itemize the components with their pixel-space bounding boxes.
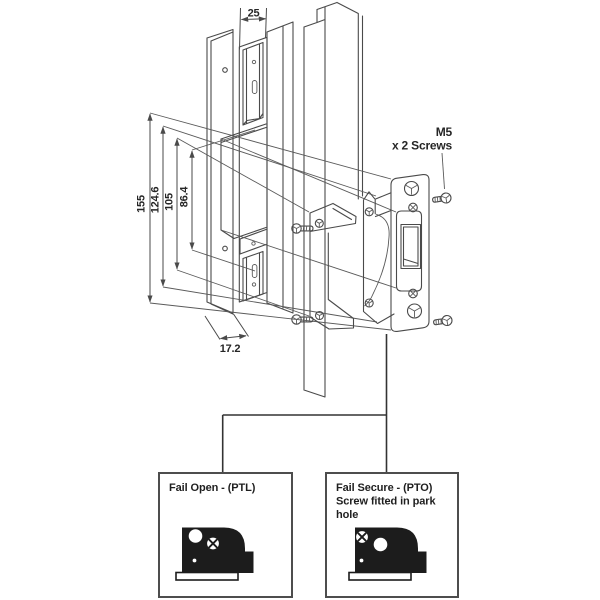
dim-17-2-label: 17.2 [220, 343, 241, 355]
dimension-extension-lines [149, 112, 392, 331]
door-frame-assembly [206, 1, 364, 398]
electric-strike-body [362, 191, 423, 325]
fail-secure-title-line3: hole [336, 509, 358, 521]
dim-25: 25 [239, 8, 267, 50]
m5-label-line1: M5 [436, 125, 453, 139]
dim-25-label: 25 [248, 8, 260, 20]
strike-side-icon-fail-secure [348, 527, 427, 581]
park-hole-bottom [408, 288, 418, 299]
dim-124-6-label: 124.6 [150, 187, 162, 214]
callout-box-fail-secure: Fail Secure - (PTO) Screw fitted in park… [325, 472, 459, 598]
strike-faceplate [390, 174, 430, 332]
fail-open-title: Fail Open - (PTL) [169, 482, 256, 494]
dim-17-2: 17.2 [204, 313, 249, 355]
dim-86-4: 86.4 [179, 150, 195, 250]
screw-in-park-hole-icon [356, 531, 368, 543]
screw-in-latch-hole-icon [207, 537, 219, 550]
fail-secure-title-line2: Screw fitted in park [336, 496, 436, 508]
dim-155-label: 155 [136, 195, 148, 213]
pivot-dot-icon [359, 558, 364, 563]
mounting-screw-right-top [432, 192, 452, 204]
dim-124-6: 124.6 [150, 126, 166, 287]
dim-105-label: 105 [164, 193, 176, 211]
pivot-dot-icon [192, 558, 197, 563]
alignment-lines [220, 138, 397, 289]
door-stile [303, 1, 364, 398]
m5-leader-line [441, 152, 445, 190]
dim-86-4-label: 86.4 [179, 186, 191, 208]
strike-cutout [220, 123, 267, 240]
spacer-bracket [309, 202, 357, 330]
m5-label-line2: x 2 Screws [392, 139, 453, 153]
dimension-lines: 25 155 124.6 105 86.4 17.2 [136, 8, 397, 355]
jamb-front-face [266, 21, 294, 314]
strike-base-plate [175, 571, 239, 581]
left-flange [206, 28, 234, 315]
callout-connectors [221, 334, 388, 472]
faceplate-screw-hole-bottom [406, 303, 423, 319]
park-hole-icon [188, 529, 203, 543]
fail-secure-title-line1: Fail Secure - (PTO) [336, 482, 433, 494]
mounting-screw-left-top [291, 223, 314, 234]
m5-screws-label: M5 x 2 Screws [392, 125, 453, 190]
mounting-screw-left-bottom [291, 314, 314, 325]
park-hole-top [408, 202, 418, 213]
mounting-screw-right-bottom [433, 314, 453, 327]
dim-155: 155 [136, 113, 153, 303]
latch-hole-icon [373, 537, 388, 552]
dim-105: 105 [164, 138, 180, 270]
callout-box-fail-open: Fail Open - (PTL) [158, 472, 293, 598]
strike-base-plate [348, 571, 412, 581]
faceplate-screw-hole-top [403, 180, 420, 197]
strike-side-icon-fail-open [175, 527, 254, 581]
keeper-channel [220, 36, 268, 303]
